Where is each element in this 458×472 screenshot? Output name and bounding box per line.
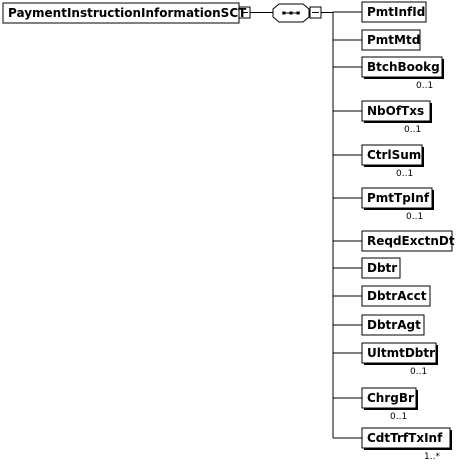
- child-element-box: [361, 1, 427, 23]
- child-cardinality-label: 0..1: [390, 412, 408, 422]
- root-element-label: PaymentInstructionInformationSCT: [8, 6, 247, 20]
- child-element-label: PmtTpInf: [367, 191, 430, 205]
- sequence-dot: [296, 11, 300, 15]
- child-element-shadow: [364, 448, 452, 450]
- child-element-shadow: [422, 147, 424, 167]
- sequence-dot: [289, 11, 293, 15]
- child-element-label: DbtrAgt: [367, 318, 421, 332]
- child-element-label: NbOfTxs: [367, 104, 425, 118]
- child-element-label: BtchBookg: [367, 60, 440, 74]
- child-element-label: CdtTrfTxInf: [367, 431, 443, 445]
- child-element-shadow: [430, 103, 432, 123]
- child-element-shadow: [364, 165, 424, 167]
- child-element-label: ReqdExctnDt: [367, 234, 455, 248]
- child-element-shadow: [364, 363, 438, 365]
- child-element-label: PmtMtd: [367, 33, 421, 47]
- child-element-label: DbtrAcct: [367, 289, 427, 303]
- child-element-shadow: [364, 77, 444, 79]
- child-cardinality-label: 0..1: [404, 125, 422, 135]
- child-cardinality-label: 1..*: [424, 452, 440, 462]
- child-element-shadow: [436, 345, 438, 365]
- child-element-shadow: [364, 208, 434, 210]
- child-cardinality-label: 0..1: [416, 81, 434, 91]
- child-cardinality-label: 0..1: [396, 169, 414, 179]
- child-element-label: PmtInfId: [367, 5, 426, 19]
- child-element-shadow: [364, 121, 432, 123]
- child-element-label: CtrlSum: [367, 148, 422, 162]
- child-element-box: [361, 230, 453, 252]
- child-element-box: [361, 314, 425, 336]
- child-element-shadow: [432, 190, 434, 210]
- child-element-label: ChrgBr: [367, 391, 414, 405]
- child-element-shadow: [442, 59, 444, 79]
- child-cardinality-label: 0..1: [410, 367, 428, 377]
- child-cardinality-label: 0..1: [406, 212, 424, 222]
- child-element-label: UltmtDbtr: [367, 346, 436, 360]
- sequence-dot: [282, 11, 286, 15]
- child-element-box: [361, 29, 421, 51]
- child-element-shadow: [450, 430, 452, 450]
- child-element-shadow: [364, 408, 418, 410]
- child-element-label: Dbtr: [367, 261, 398, 275]
- child-element-box: [361, 285, 431, 307]
- child-element-shadow: [416, 390, 418, 410]
- child-element-box: [361, 257, 401, 279]
